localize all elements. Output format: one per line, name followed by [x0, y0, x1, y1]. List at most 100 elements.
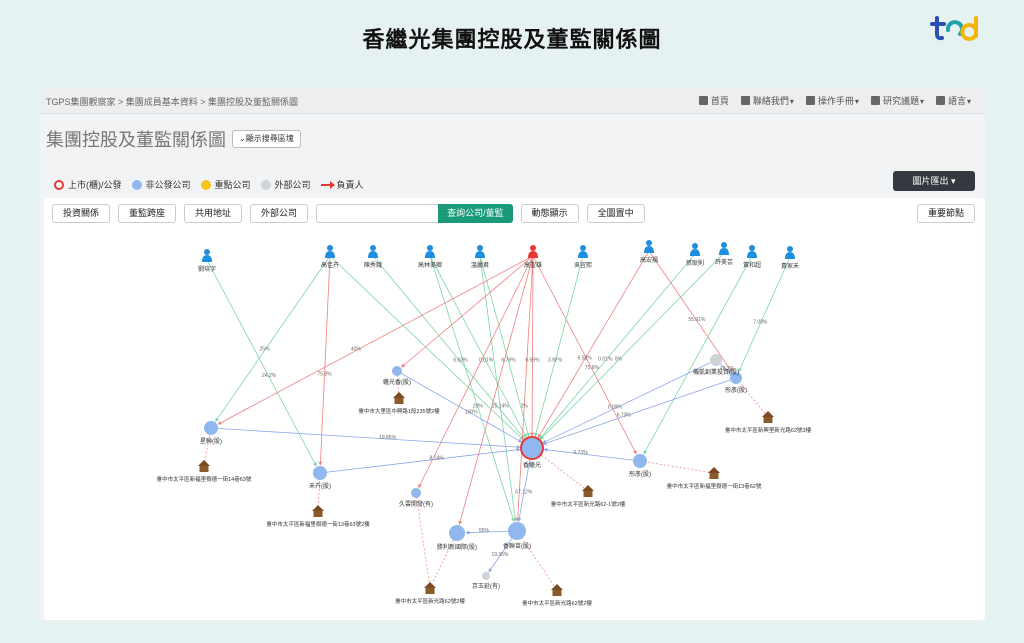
address-label: 臺中市太平區新光路62-1號2樓: [551, 500, 626, 508]
address-node[interactable]: 臺中市大里區中興路1段235號2樓: [358, 392, 440, 415]
legend-label: 重點公司: [214, 180, 251, 190]
nav-item-label: 聯絡我們: [753, 94, 794, 107]
person-node[interactable]: 高林美卿: [418, 245, 442, 269]
nav-item-1[interactable]: 聯絡我們: [740, 94, 794, 107]
toggle-search-panel-button[interactable]: ⌄顯示搜尋區塊: [232, 130, 301, 148]
legend-dot-icon: [200, 179, 211, 190]
person-label: 高聖雄: [524, 261, 542, 269]
company-node[interactable]: 彤彥(股): [725, 372, 747, 394]
nav-item-2[interactable]: 操作手冊: [805, 94, 859, 107]
graph-edge: [429, 255, 527, 438]
address-node[interactable]: 臺中市太平區新福里樹德一街14巷63號: [157, 460, 252, 483]
home-icon: [698, 96, 708, 105]
graph-edge: [539, 253, 696, 440]
graph-edges: [206, 250, 791, 573]
relationship-graph[interactable]: 24.2%25%75.8%6.63%0.01%20%6.76%25.14%40%…: [44, 228, 985, 620]
company-node[interactable]: 機凱創業投資(股): [693, 354, 739, 376]
house-icon: [199, 466, 209, 472]
person-icon: [204, 249, 210, 255]
edge-label: 6.59%: [525, 358, 540, 364]
person-label: 高宏揚: [640, 256, 658, 264]
person-node[interactable]: 陳秀娥: [364, 245, 382, 269]
person-node[interactable]: 高宏揚: [640, 240, 658, 264]
person-node[interactable]: 張耿則: [686, 243, 704, 267]
company-label: 香聯苗(股): [503, 542, 531, 550]
person-icon: [580, 245, 586, 251]
company-node[interactable]: 香繼光: [520, 436, 544, 469]
mail-icon: [740, 96, 750, 105]
company-node[interactable]: 禾卉(股): [309, 466, 331, 490]
legend-dot-icon: [54, 179, 64, 190]
edge-label: 19.85%: [379, 435, 397, 441]
edge-label: 55.91%: [688, 317, 706, 323]
graph-edge: [530, 255, 535, 437]
company-node[interactable]: 星聯(股): [200, 421, 222, 445]
address-node[interactable]: 臺中市太平區新福里樹德一街13巷63號2樓: [266, 505, 370, 528]
shared-address-button[interactable]: 共用地址: [184, 204, 243, 223]
ted-logo: [930, 16, 978, 41]
address-node[interactable]: 臺中市太平區新興里新光路62號3樓: [725, 411, 812, 434]
company-node[interactable]: 京玉延(有): [472, 572, 500, 590]
legend-label: 非公發公司: [145, 180, 191, 190]
search-company-director-button[interactable]: 查詢公司/董監: [438, 204, 513, 223]
company-node[interactable]: 勝利新國際(股): [437, 525, 477, 551]
edge-label: 6.73%: [574, 450, 589, 456]
nav-item-3[interactable]: 研究議題: [870, 94, 924, 107]
company-label: 京玉延(有): [472, 582, 500, 590]
edge-label: 8.14%: [430, 455, 445, 461]
center-graph-button[interactable]: 全圖置中: [586, 204, 645, 223]
address-node[interactable]: 臺中市太平區新光路62-1號2樓: [551, 485, 626, 508]
company-node[interactable]: 繼光香(股): [383, 366, 411, 386]
nav-item-4[interactable]: 語言: [935, 94, 971, 107]
key-nodes-button[interactable]: 重要節點: [916, 204, 975, 223]
dynamic-display-button[interactable]: 動態顯示: [520, 204, 579, 223]
graph-edge: [543, 447, 641, 462]
person-label: 黃和超: [743, 261, 761, 269]
legend-label: 負責人: [336, 180, 364, 190]
person-icon: [477, 245, 483, 251]
person-node[interactable]: 許美芸: [715, 242, 733, 266]
image-export-button[interactable]: 圖片匯出 ▾: [893, 171, 975, 191]
address-link: [735, 377, 769, 418]
person-node[interactable]: 劉培字: [198, 249, 216, 273]
company-node[interactable]: 香聯苗(股): [503, 522, 531, 550]
edge-label: 25%: [260, 347, 271, 353]
address-link: [415, 492, 431, 589]
person-node[interactable]: 高佳卉: [321, 245, 339, 269]
legend-label: 外部公司: [274, 180, 311, 190]
company-circle: [633, 454, 647, 468]
person-node[interactable]: 黃和超: [743, 245, 761, 269]
graph-edge: [217, 255, 534, 425]
edge-label: 0%: [615, 356, 623, 362]
person-node[interactable]: 吳宜熙: [574, 245, 592, 269]
person-label: 陳秀娥: [364, 261, 382, 269]
person-icon: [646, 240, 652, 246]
image-export-label: 圖片匯出: [912, 176, 949, 186]
address-node[interactable]: 臺中市太平區新光路62號2樓: [522, 584, 592, 607]
nav-item-0[interactable]: 首頁: [698, 94, 729, 107]
search-input[interactable]: [316, 204, 439, 223]
investment-relation-button[interactable]: 投資關係: [52, 204, 111, 223]
external-company-button[interactable]: 外部公司: [250, 204, 309, 223]
graph-edge: [479, 255, 518, 522]
legend-dot-icon: [131, 179, 142, 190]
company-node[interactable]: 彤彥(股): [629, 454, 651, 478]
house-roof-icon: [312, 505, 324, 511]
person-node[interactable]: 溫麗君: [471, 245, 489, 269]
company-circle: [392, 366, 402, 376]
house-roof-icon: [551, 584, 563, 590]
person-body-icon: [528, 251, 538, 258]
edge-label: 6.58%: [578, 355, 593, 361]
person-node[interactable]: 高聖雄: [524, 245, 542, 269]
graph-edge-labels: 24.2%25%75.8%6.63%0.01%20%6.76%25.14%40%…: [260, 317, 768, 558]
director-crossover-button[interactable]: 董監跨座: [118, 204, 177, 223]
address-label: 臺中市太平區新福里樹德一街14巷63號: [157, 475, 252, 483]
company-node[interactable]: 久雲開發(有): [399, 488, 433, 508]
address-node[interactable]: 臺中市太平區新光路62號2樓: [395, 582, 465, 605]
company-circle: [508, 522, 526, 540]
legend-item-4: 負責人: [320, 178, 364, 191]
person-node[interactable]: 黃家禾: [781, 246, 799, 270]
nav-item-label: 首頁: [710, 96, 729, 106]
person-icon: [327, 245, 333, 251]
address-node[interactable]: 臺中市太平區新福里樹德一街13巷62號: [667, 467, 762, 490]
